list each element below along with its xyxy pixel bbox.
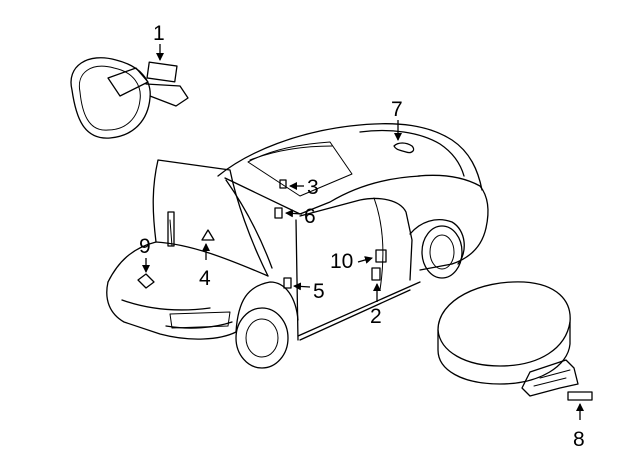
spare-tire-illustration <box>437 281 571 385</box>
callout-9: 9 <box>139 235 151 258</box>
callout-4: 4 <box>199 267 211 290</box>
sunroof-illustration <box>249 145 333 161</box>
label-10-icon <box>375 249 387 263</box>
label-6-icon <box>274 207 283 219</box>
tool-label-icon <box>567 391 593 401</box>
jack-tool-illustration <box>521 359 593 401</box>
leader-arrows <box>142 44 584 420</box>
callout-1: 1 <box>153 22 165 45</box>
label-9-icon <box>137 273 155 289</box>
callout-3: 3 <box>307 176 319 199</box>
callout-6: 6 <box>304 205 316 228</box>
label-2-icon <box>371 267 381 281</box>
open-hood-illustration <box>152 159 269 277</box>
fuel-door-illustration <box>70 57 189 139</box>
car-body-illustration <box>106 123 489 369</box>
callout-labels: 1 2 3 4 5 6 7 8 9 10 <box>139 22 585 451</box>
callout-2: 2 <box>370 305 382 328</box>
label-3-icon <box>279 179 287 189</box>
callout-10: 10 <box>330 250 353 273</box>
label-5-icon <box>283 277 292 289</box>
callout-8: 8 <box>573 428 585 451</box>
label-7-illustration <box>393 142 415 154</box>
fuel-door-label-icon <box>146 61 178 83</box>
label-4-icon <box>201 229 215 241</box>
callout-7: 7 <box>391 98 403 121</box>
callout-5: 5 <box>313 280 325 303</box>
